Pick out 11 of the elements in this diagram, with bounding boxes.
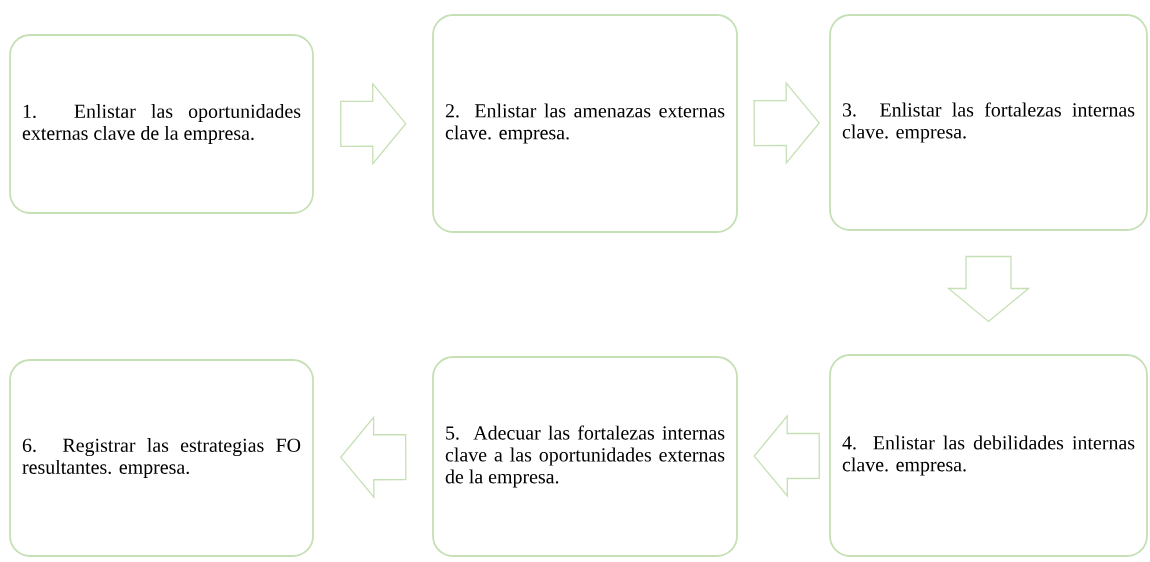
block-arrow: [340, 81, 407, 166]
block-arrow: [339, 415, 407, 500]
block-arrow: [946, 255, 1031, 323]
process-box: 5. Adecuar las fortalezas internas clave a las oportunidades externas de la empresa.: [432, 356, 738, 557]
block-arrow: [753, 414, 820, 498]
process-box: 6. Registrar las estrategias FO resultantes. empresa.: [9, 359, 314, 557]
block-arrow: [753, 81, 821, 165]
process-box: 4. Enlistar las debilidades internas clave. empresa.: [829, 354, 1148, 557]
process-box: 1. Enlistar las oportunidades externas clave de la empresa.: [9, 34, 314, 214]
process-box: 2. Enlistar las amenazas externas clave. empresa.: [432, 14, 738, 233]
process-box: 3. Enlistar las fortalezas internas clave. empresa.: [829, 14, 1148, 231]
